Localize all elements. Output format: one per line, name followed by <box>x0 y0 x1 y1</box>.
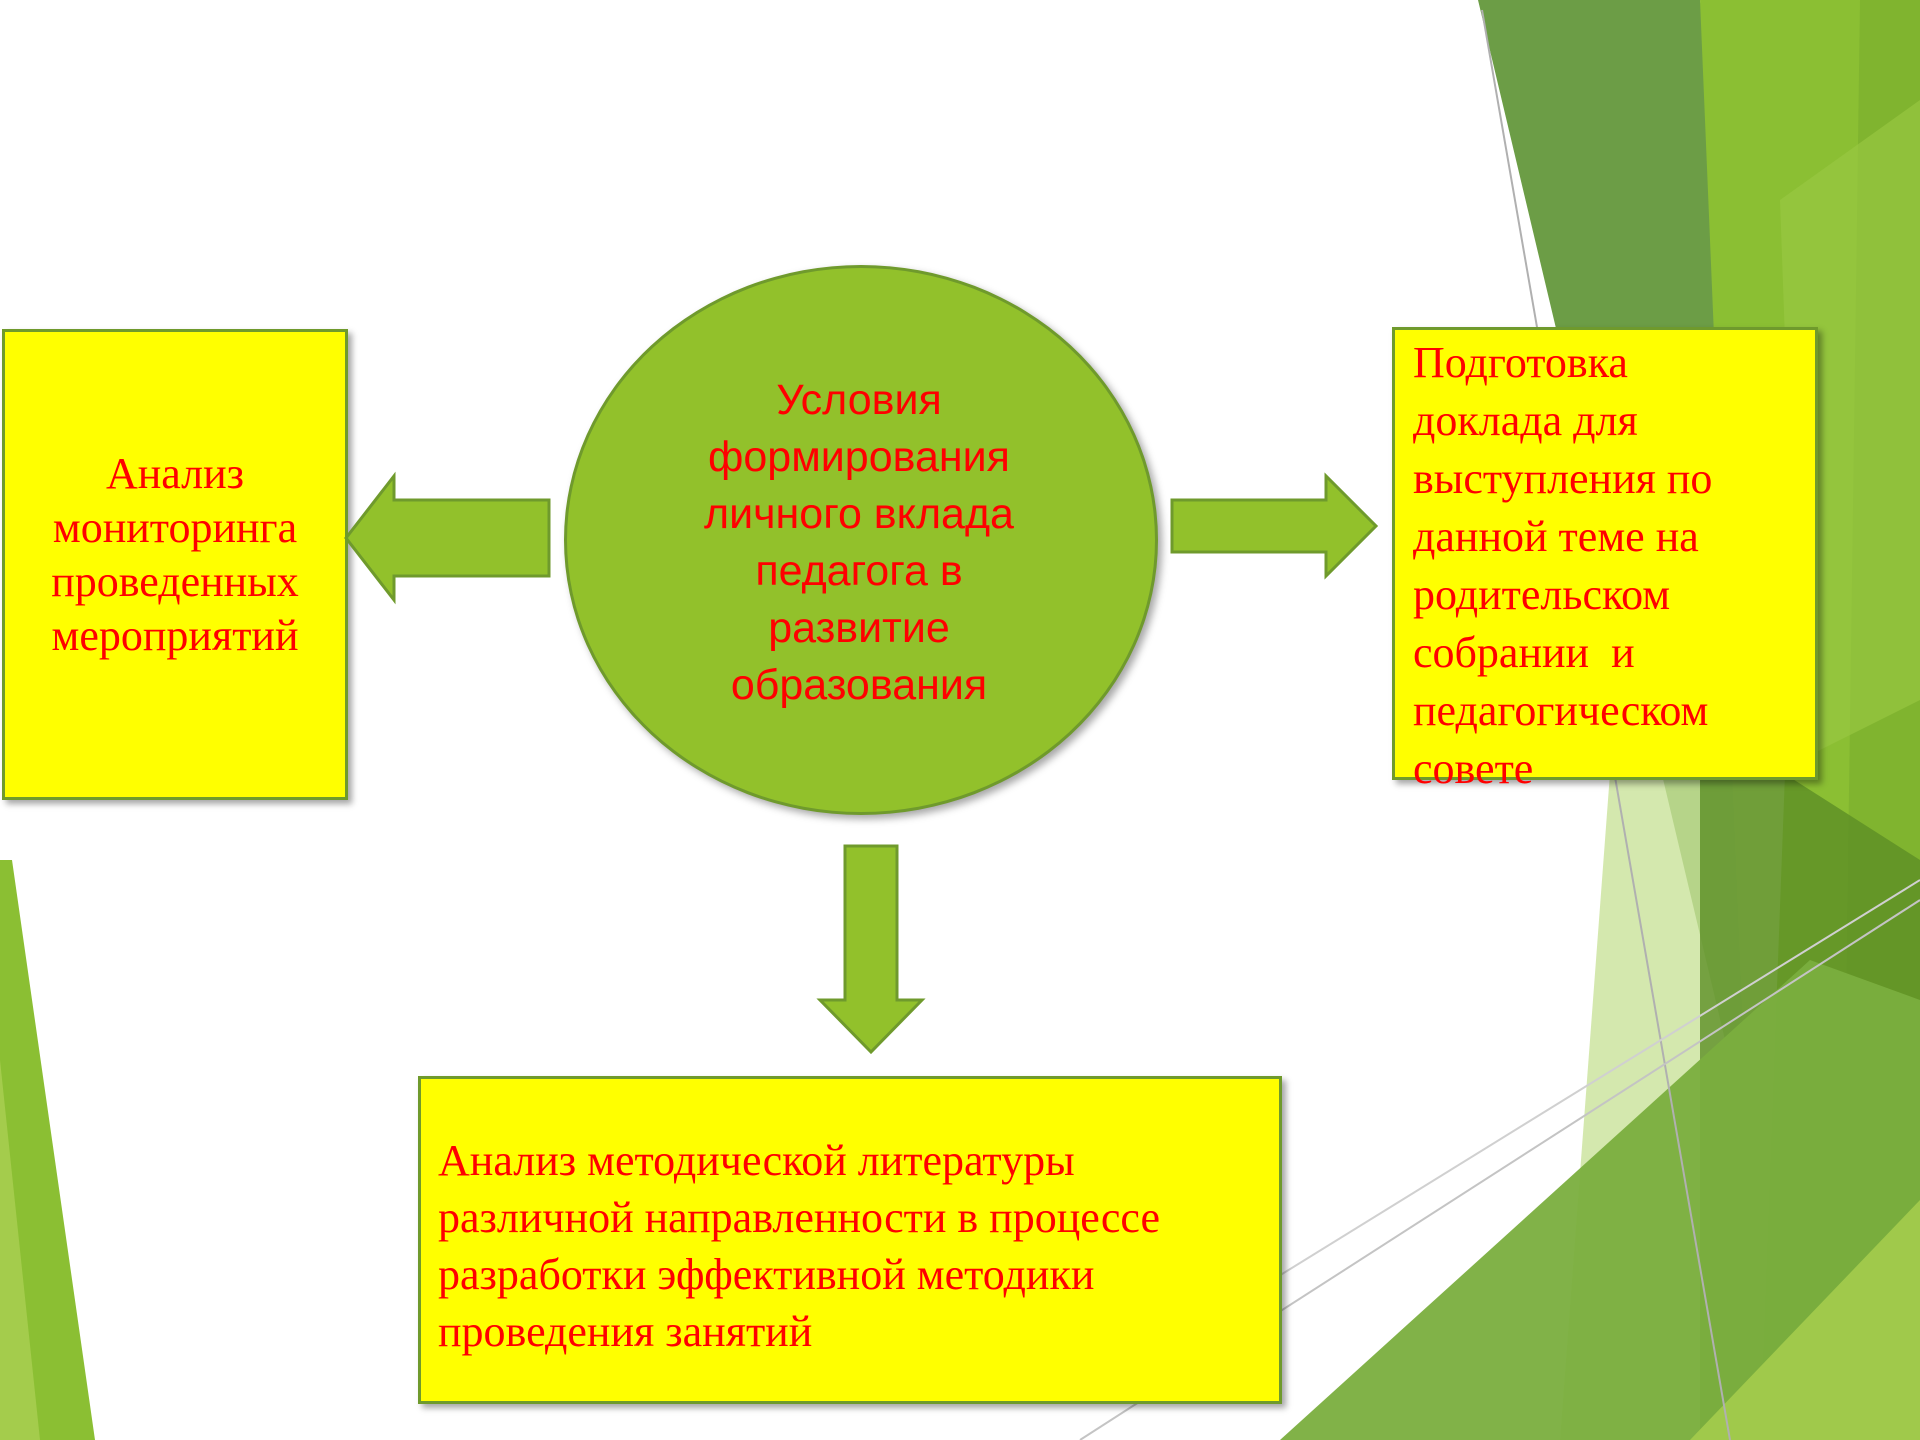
center-line: Условия <box>776 376 942 424</box>
center-circle-text: Условия формирования личного вклада педа… <box>664 372 1054 714</box>
bottom-box-line: Анализ методической литературы <box>438 1136 1075 1185</box>
right-box-text: Подготовка доклада для выступления по да… <box>1395 330 1813 798</box>
center-circle <box>564 265 1158 815</box>
center-line: развитие <box>768 604 950 652</box>
left-box-line: мероприятий <box>51 610 299 660</box>
center-line: личного вклада <box>704 490 1014 538</box>
right-box-line: доклада для <box>1413 396 1638 445</box>
center-line: педагога в <box>755 547 963 595</box>
left-box-text: Анализ мониторинга проведенных мероприят… <box>30 447 320 663</box>
right-box-line: выступления по <box>1413 454 1713 503</box>
right-box-line: совете <box>1413 744 1534 793</box>
left-box-line: мониторинга <box>52 502 298 552</box>
bottom-box-line: разработки эффективной методики <box>438 1250 1095 1299</box>
left-box: Анализ мониторинга проведенных мероприят… <box>2 329 348 800</box>
bottom-box-line: различной направленности в процессе <box>438 1193 1161 1242</box>
right-box-line: данной теме на <box>1413 512 1699 561</box>
right-box-line: собрании и <box>1413 628 1635 677</box>
center-line: образования <box>730 661 988 709</box>
arrow-left <box>344 471 551 605</box>
right-box: Подготовка доклада для выступления по да… <box>1392 327 1818 793</box>
left-box-line: Анализ <box>105 448 245 498</box>
center-line: формирования <box>708 433 1010 481</box>
bottom-box: Анализ методической литературы различной… <box>418 1076 1282 1404</box>
arrow-down <box>816 844 926 1055</box>
bottom-box-text: Анализ методической литературы различной… <box>421 1079 1268 1360</box>
right-box-line: родительском <box>1413 570 1671 619</box>
left-box-line: проведенных <box>51 556 299 606</box>
bottom-box-line: проведения занятий <box>438 1307 813 1356</box>
arrow-right <box>1170 472 1379 580</box>
right-box-line: Подготовка <box>1413 338 1628 387</box>
right-box-line: педагогическом <box>1413 686 1709 735</box>
